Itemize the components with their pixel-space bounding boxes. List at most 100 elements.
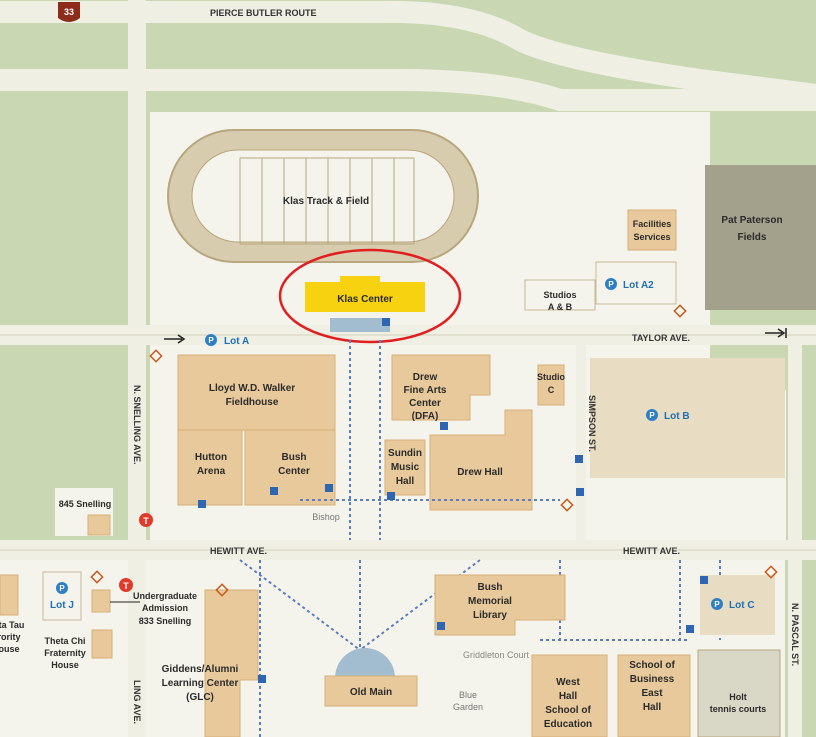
bush-center-label-2: Center <box>278 466 310 477</box>
info-diamond-icon <box>90 304 778 597</box>
undergrad-label-2: Admission <box>142 603 188 613</box>
parking-symbol: P <box>608 280 614 289</box>
parking-icon <box>205 334 217 346</box>
arrow-icon <box>765 328 787 338</box>
dfa-label-2: Fine Arts <box>404 385 447 396</box>
walker-label-2: Fieldhouse <box>226 397 279 408</box>
parking-symbol: P <box>208 336 214 345</box>
holt-label-1: Holt <box>729 692 747 702</box>
library-label-1: Bush <box>478 582 503 593</box>
old-main[interactable]: Old Main <box>324 648 418 707</box>
studios-ab[interactable]: Studios A & B <box>524 279 596 312</box>
business-label-3: East <box>641 688 663 699</box>
holt-tennis-courts[interactable]: Holt tennis courts <box>697 649 781 737</box>
snelling-ave-label: N. SNELLING AVE. <box>132 385 142 465</box>
undergraduate-admission[interactable]: Undergraduate Admission 833 Snelling <box>91 589 197 626</box>
sundin-label-2: Music <box>391 462 420 473</box>
drew-hall[interactable]: Drew Hall <box>429 409 533 511</box>
theta-tau-label-2: rority <box>0 632 21 642</box>
studio-c-label-1: Studio <box>537 372 565 382</box>
bush-memorial-library[interactable]: Bush Memorial Library <box>434 574 566 636</box>
giddens-alumni-learning-center[interactable]: Giddens/Alumni Learning Center (GLC) <box>162 589 259 737</box>
lot-a[interactable]: P Lot A <box>205 334 249 347</box>
klas-center[interactable]: Klas Center <box>278 248 462 344</box>
parking-icon <box>711 598 723 610</box>
west-hall-label-2: Hall <box>559 691 578 702</box>
klas-track-label: Klas Track & Field <box>283 196 369 207</box>
holt-label-2: tennis courts <box>710 704 767 714</box>
pat-paterson-fields: Pat Paterson Fields <box>705 165 816 310</box>
sundin-label-3: Hall <box>396 476 415 487</box>
transit-icon: T <box>119 578 133 592</box>
snelling-ave-bottom-label: LING AVE. <box>132 680 142 724</box>
lot-b-label: Lot B <box>664 411 690 422</box>
facilities-label-1: Facilities <box>633 219 672 229</box>
glc-label-1: Giddens/Alumni <box>162 664 239 675</box>
bush-center-label-1: Bush <box>282 452 307 463</box>
library-label-2: Memorial <box>468 596 512 607</box>
west-hall-school-of-education[interactable]: West Hall School of Education <box>531 654 608 737</box>
hewitt-ave-label-left: HEWITT AVE. <box>210 546 267 556</box>
highway-shield-icon: 33 <box>58 2 80 22</box>
pascal-st-label: N. PASCAL ST. <box>790 603 800 666</box>
theta-chi-label-1: Theta Chi <box>44 636 85 646</box>
transit-icon: T <box>139 513 153 527</box>
theta-tau-label-3: ouse <box>0 644 20 654</box>
theta-tau-house[interactable]: eta Tau rority ouse <box>0 574 24 654</box>
theta-chi-label-3: House <box>51 660 79 670</box>
business-label-4: Hall <box>643 702 662 713</box>
walker-label-1: Lloyd W.D. Walker <box>209 383 295 394</box>
theta-chi-house[interactable]: Theta Chi Fraternity House <box>44 629 113 670</box>
west-hall-label-4: Education <box>544 719 592 730</box>
west-hall-label-1: West <box>556 677 580 688</box>
lot-a2[interactable]: P Lot A2 <box>595 261 677 305</box>
lot-a2-label: Lot A2 <box>623 280 654 291</box>
drew-fine-arts-center[interactable]: Drew Fine Arts Center (DFA) <box>391 354 491 422</box>
pat-paterson-label-2: Fields <box>738 232 767 243</box>
klas-center-label: Klas Center <box>337 294 393 305</box>
simpson-st-label: SIMPSON ST. <box>587 395 597 452</box>
facilities-services[interactable]: Facilities Services <box>627 209 677 251</box>
school-of-business-east-hall[interactable]: School of Business East Hall <box>617 654 691 737</box>
parking-symbol: P <box>649 411 655 420</box>
sundin-music-hall[interactable]: Sundin Music Hall <box>384 439 426 496</box>
parking-icon <box>56 582 68 594</box>
studio-c-label-2: C <box>548 385 555 395</box>
business-label-2: Business <box>630 674 675 685</box>
lot-c[interactable]: P Lot C <box>700 575 775 635</box>
lot-j[interactable]: P Lot J <box>42 571 82 621</box>
taylor-ave: TAYLOR AVE. <box>164 328 787 344</box>
drew-hall-label: Drew Hall <box>457 467 503 478</box>
studios-ab-label-1: Studios <box>544 290 577 300</box>
old-main-label: Old Main <box>350 687 392 698</box>
parking-symbol: P <box>714 600 720 609</box>
svg-text:T: T <box>123 581 129 591</box>
snelling-845[interactable]: 845 Snelling <box>55 488 113 536</box>
business-label-1: School of <box>629 660 675 671</box>
dfa-label-4: (DFA) <box>412 411 439 422</box>
studio-c[interactable]: Studio C <box>537 364 565 406</box>
blue-garden-label-2: Garden <box>453 702 483 712</box>
klas-track-field: Klas Track & Field <box>167 129 479 263</box>
studios-ab-label-2: A & B <box>548 302 573 312</box>
parking-symbol: P <box>59 584 65 593</box>
lot-j-label: Lot J <box>50 600 74 611</box>
bishop-label: Bishop <box>312 512 340 522</box>
taylor-ave-label: TAYLOR AVE. <box>632 333 690 343</box>
blue-garden-label-1: Blue <box>459 690 477 700</box>
theta-chi-label-2: Fraternity <box>44 648 86 658</box>
highlight-circle <box>278 248 462 344</box>
svg-text:T: T <box>143 516 149 526</box>
walker-fieldhouse[interactable]: Lloyd W.D. Walker Fieldhouse Hutton Aren… <box>177 354 336 506</box>
arrow-icon <box>164 334 186 344</box>
pierce-butler-label: PIERCE BUTLER ROUTE <box>210 8 317 18</box>
highway-number: 33 <box>64 7 74 17</box>
dfa-label-1: Drew <box>413 372 438 383</box>
griddleton-label: Griddleton Court <box>463 650 530 660</box>
lot-b[interactable]: P Lot B <box>590 358 785 478</box>
parking-icon <box>646 409 658 421</box>
facilities-label-2: Services <box>633 232 670 242</box>
pierce-butler-route: PIERCE BUTLER ROUTE <box>0 0 816 111</box>
